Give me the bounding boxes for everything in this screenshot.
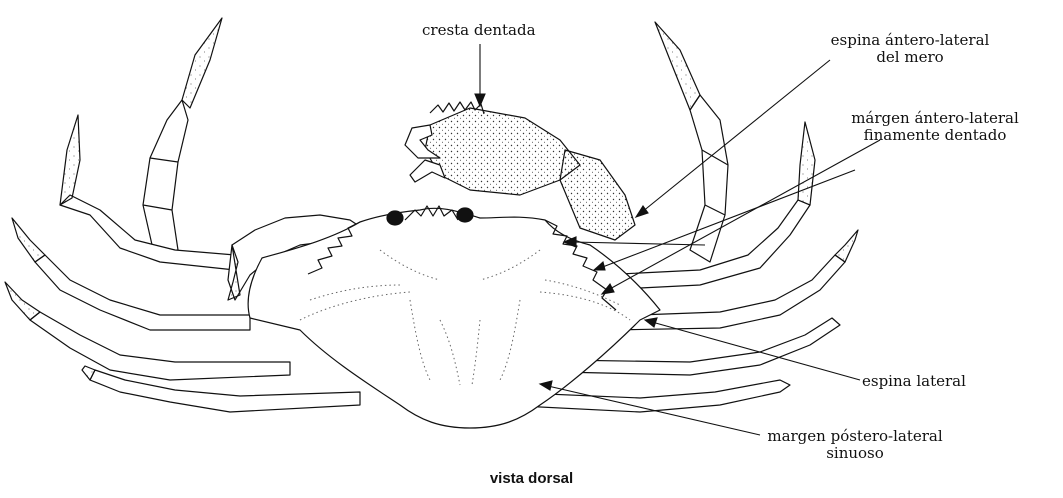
label-cresta-dentada: cresta dentada <box>422 22 536 39</box>
label-margen-antero-line1: márgen ántero-lateral <box>815 110 1055 127</box>
label-espina-lateral: espina lateral <box>862 373 966 390</box>
caption-vista-dorsal: vista dorsal <box>0 470 1063 487</box>
label-margen-antero-lateral: márgen ántero-lateral finamente dentado <box>815 110 1055 144</box>
label-espina-antero-lateral-mero: espina ántero-lateral del mero <box>790 32 1030 66</box>
left-leg-4 <box>5 282 290 380</box>
label-margen-postero-line2: sinuoso <box>735 445 975 462</box>
label-margen-antero-line2: finamente dentado <box>815 127 1055 144</box>
left-leg-3 <box>12 218 250 330</box>
label-margen-postero-lateral: margen póstero-lateral sinuoso <box>735 428 975 462</box>
left-front-leg <box>143 18 222 258</box>
label-margen-postero-line1: margen póstero-lateral <box>735 428 975 445</box>
left-eye <box>387 211 403 225</box>
label-espina-mero-line1: espina ántero-lateral <box>790 32 1030 49</box>
label-espina-mero-line2: del mero <box>790 49 1030 66</box>
right-front-leg <box>655 22 728 262</box>
right-eye <box>457 208 473 222</box>
